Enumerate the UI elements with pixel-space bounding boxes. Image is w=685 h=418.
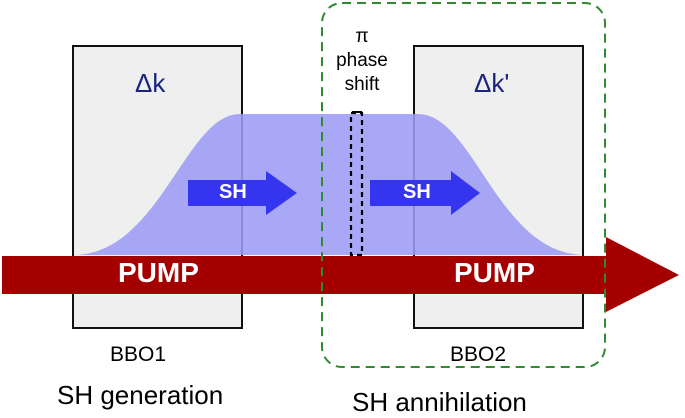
pump-label-first: PUMP [118, 257, 199, 288]
sh-label-second: SH [403, 181, 431, 203]
phase-word: phase [336, 50, 388, 71]
sh-envelope [73, 114, 585, 255]
sh-generation-caption: SH generation [57, 380, 224, 410]
bbo2-label: BBO2 [450, 343, 507, 366]
sh-label-first: SH [219, 181, 247, 203]
bbo2-phase-mismatch: Δk' [474, 68, 510, 98]
annihilation-region [321, 2, 606, 368]
bbo1-phase-mismatch: Δk [135, 68, 166, 98]
shift-word: shift [344, 74, 380, 95]
phase-shift-label: π phase shift [322, 25, 402, 97]
sh-arrow-first [188, 171, 297, 215]
pump-arrow [2, 237, 679, 312]
sh-arrow-second [370, 171, 480, 215]
pump-label-second: PUMP [454, 257, 535, 288]
sh-annihilation-caption: SH annihilation [352, 387, 527, 417]
bbo1-label: BBO1 [110, 343, 167, 366]
phase-shift-plate [349, 111, 364, 257]
pi-symbol: π [355, 26, 369, 47]
